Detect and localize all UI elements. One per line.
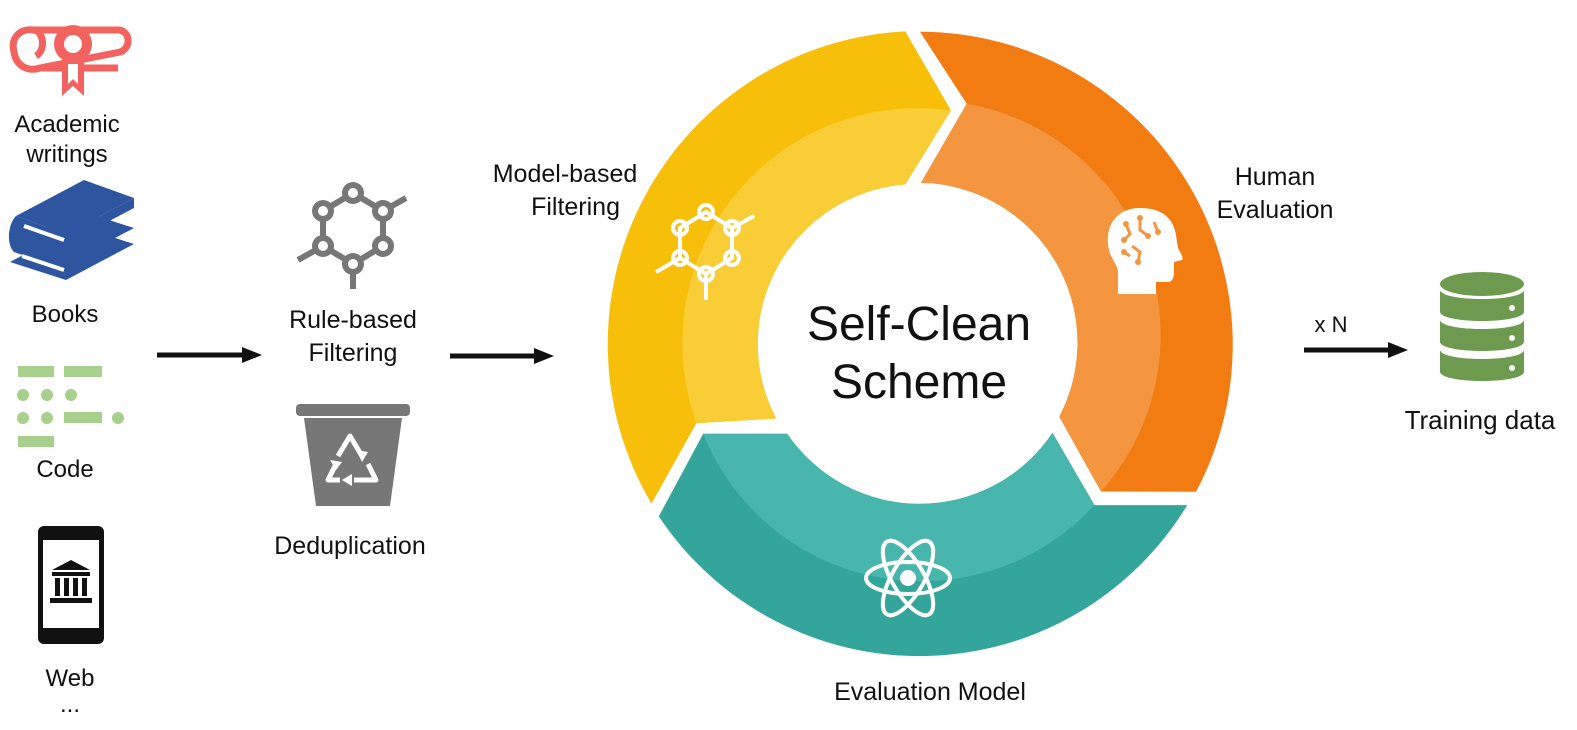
web-label: Web	[45, 665, 95, 692]
web-more: ...	[59, 691, 80, 718]
source-books-label: Books	[31, 301, 99, 328]
rule-line1: Rule-based	[289, 306, 417, 334]
web-phone-icon	[38, 526, 104, 644]
books-icon	[8, 180, 134, 284]
dedup-label: Deduplication	[274, 532, 426, 560]
academic-line2: writings	[26, 141, 108, 168]
cycle-title-line1: Self-Clean	[806, 298, 1032, 351]
molecule-icon	[296, 182, 408, 289]
human-line1: Human	[1234, 163, 1316, 191]
rule-line2: Filtering	[308, 339, 398, 367]
source-web-label: Web ...	[0, 664, 140, 718]
cycle-title-line2: Scheme	[830, 356, 1008, 409]
rule-filtering-label: Rule-based Filtering	[263, 304, 443, 370]
human-brain-icon	[1107, 208, 1183, 294]
database-icon	[1440, 272, 1524, 381]
cycle-title: Self-Clean Scheme	[760, 296, 1078, 412]
model-line1: Model-based	[492, 160, 638, 188]
model-filtering-label: Model-based Filtering	[470, 158, 660, 224]
evaluation-model-label: Evaluation Model	[834, 678, 1026, 706]
recycle-bin-icon	[296, 404, 410, 506]
model-line2: Filtering	[531, 193, 620, 221]
human-line2: Evaluation	[1216, 196, 1334, 224]
repeat-label: x N	[1314, 312, 1348, 337]
academic-scroll-icon	[9, 25, 132, 96]
source-academic-label: Academic writings	[0, 110, 134, 170]
academic-line1: Academic	[14, 111, 120, 138]
source-code-label: Code	[36, 456, 94, 483]
atom-icon	[864, 538, 952, 618]
code-icon	[17, 366, 124, 447]
human-evaluation-label: Human Evaluation	[1195, 161, 1355, 227]
model-molecule-icon	[654, 203, 755, 300]
training-data-label: Training data	[1404, 405, 1556, 435]
